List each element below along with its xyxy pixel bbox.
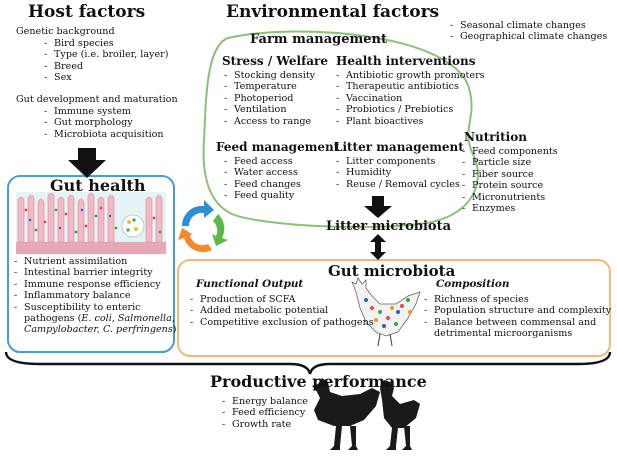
list-item: Population structure and complexity — [420, 305, 611, 316]
list-item: Feed quality — [220, 190, 301, 201]
list-item: Stocking density — [220, 70, 315, 81]
list-item: Temperature — [220, 81, 315, 92]
list-item: Water access — [220, 167, 301, 178]
list-item: Humidity — [332, 167, 460, 178]
hens-illustration — [312, 378, 420, 450]
list-item: Access to range — [220, 116, 315, 127]
list-item: Immune system — [40, 106, 164, 117]
list-item: Feed changes — [220, 179, 301, 190]
list-item: Litter components — [332, 156, 460, 167]
list-item: Gut morphology — [40, 117, 164, 128]
list-item: Seasonal climate changes — [450, 20, 607, 31]
list-item: Richness of species — [420, 294, 611, 305]
host-to-gut-arrow — [68, 148, 106, 178]
litter-gut-double-arrow — [370, 234, 386, 260]
farm-management-title: Farm management — [250, 32, 387, 47]
list-item: Feed components — [458, 146, 558, 157]
list-item: Geographical climate changes — [450, 31, 607, 42]
list-item: Balance between commensal and — [420, 317, 611, 328]
list-item: Photoperiod — [220, 93, 315, 104]
stress-welfare-title: Stress / Welfare — [222, 54, 329, 68]
list-item: Bird species — [40, 38, 169, 49]
gut-development-label: Gut development and maturation — [16, 94, 178, 105]
list-item: Reuse / Removal cycles — [332, 179, 460, 190]
list-item: Fiber source — [458, 169, 558, 180]
nutrition-title: Nutrition — [464, 130, 527, 144]
litter-management-title: Litter management — [334, 140, 464, 154]
pathogens-line-2: Campylobacter, C. perfringens) — [24, 324, 177, 335]
list-item: Growth rate — [218, 419, 308, 430]
pathogens-names-1: E. coli, Salmonella, — [81, 313, 175, 324]
functional-output-list: Production of SCFA Added metabolic poten… — [186, 294, 374, 328]
list-item: Micronutrients — [458, 192, 558, 203]
genetic-background-label: Genetic background — [16, 26, 115, 37]
list-item: Probiotics / Prebiotics — [332, 104, 485, 115]
health-interventions-list: Antibiotic growth promoters Therapeutic … — [332, 70, 485, 127]
litter-management-list: Litter components Humidity Reuse / Remov… — [332, 156, 460, 190]
list-item: Sex — [40, 72, 169, 83]
list-item: Feed efficiency — [218, 407, 308, 418]
list-item: Protein source — [458, 180, 558, 191]
gut-microbiota-title: Gut microbiota — [328, 262, 456, 280]
composition-continuation: detrimental microorganisms — [434, 328, 573, 339]
list-item: Immune response efficiency — [10, 279, 161, 290]
list-item: Type (i.e. broiler, layer) — [40, 49, 169, 60]
feed-management-list: Feed access Water access Feed changes Fe… — [220, 156, 301, 202]
list-item: Added metabolic potential — [186, 305, 374, 316]
composition-title: Composition — [436, 278, 510, 290]
environmental-factors-title: Environmental factors — [226, 2, 440, 22]
list-item: Feed access — [220, 156, 301, 167]
composition-list: Richness of species Population structure… — [420, 294, 611, 328]
list-item: Energy balance — [218, 396, 308, 407]
pathogens-line-1: pathogens (E. coli, Salmonella, — [24, 313, 175, 324]
productive-performance-list: Energy balance Feed efficiency Growth ra… — [218, 396, 308, 430]
pathogens-prefix: pathogens ( — [24, 313, 82, 324]
list-item: Plant bioactives — [332, 116, 485, 127]
climate-list: Seasonal climate changes Geographical cl… — [450, 20, 607, 43]
list-item: Competitive exclusion of pathogens — [186, 317, 374, 328]
farm-management-outline — [202, 30, 479, 229]
gut-health-title: Gut health — [50, 176, 146, 195]
list-item: Antibiotic growth promoters — [332, 70, 485, 81]
gut-health-list: Nutrient assimilation Intestinal barrier… — [10, 256, 161, 313]
list-item: Therapeutic antibiotics — [332, 81, 485, 92]
productive-performance-title: Productive performance — [210, 372, 427, 391]
list-item: Vaccination — [332, 93, 485, 104]
list-item: Particle size — [458, 157, 558, 168]
genetic-background-list: Bird species Type (i.e. broiler, layer) … — [40, 38, 169, 84]
list-item: Microbiota acquisition — [40, 129, 164, 140]
list-item: Nutrient assimilation — [10, 256, 161, 267]
list-item: Breed — [40, 61, 169, 72]
functional-output-title: Functional Output — [196, 278, 304, 290]
stress-welfare-list: Stocking density Temperature Photoperiod… — [220, 70, 315, 127]
host-factors-title: Host factors — [28, 2, 146, 22]
bottom-brace — [4, 351, 612, 375]
pathogens-suffix: ) — [172, 324, 177, 335]
list-item: Intestinal barrier integrity — [10, 267, 161, 278]
litter-microbiota-label: Litter microbiota — [326, 219, 451, 234]
gut-villi-illustration — [16, 192, 166, 254]
nutrition-list: Feed components Particle size Fiber sour… — [458, 146, 558, 214]
feed-management-title: Feed management — [216, 140, 340, 154]
list-item: Ventilation — [220, 104, 315, 115]
gut-development-list: Immune system Gut morphology Microbiota … — [40, 106, 164, 140]
list-item: Susceptibility to enteric — [10, 302, 161, 313]
cycle-arrows-icon — [178, 200, 228, 253]
health-interventions-title: Health interventions — [336, 54, 476, 68]
litter-down-arrow — [364, 196, 392, 218]
list-item: Enzymes — [458, 203, 558, 214]
list-item: Inflammatory balance — [10, 290, 161, 301]
pathogens-names-2: Campylobacter, C. perfringens — [24, 324, 173, 335]
list-item: Production of SCFA — [186, 294, 374, 305]
